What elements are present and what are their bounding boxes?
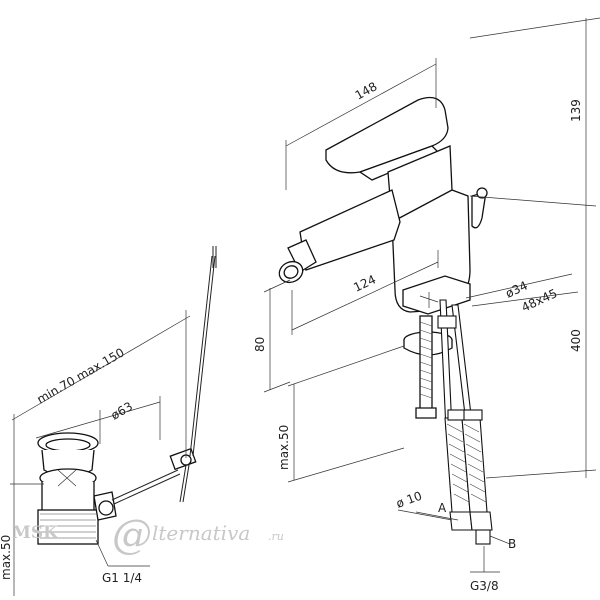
dim-124: 124 xyxy=(351,272,378,294)
dim-max-50-waste: max.50 xyxy=(0,535,13,580)
dim-diameter-34: ø34 xyxy=(503,278,529,300)
dim-80: 80 xyxy=(253,337,267,352)
dim-g1-1-4: G1 1/4 xyxy=(102,571,142,585)
watermark: MSK @ lternativa .ru xyxy=(12,512,284,558)
supply-hoses xyxy=(437,299,493,545)
watermark-symbol: @ xyxy=(112,512,152,558)
pop-up-waste xyxy=(37,246,217,545)
watermark-prefix: MSK xyxy=(12,523,59,543)
watermark-suffix: .ru xyxy=(268,530,284,543)
dim-hose-diameter: ø 10 xyxy=(394,489,424,511)
dim-waste-diameter: ø63 xyxy=(109,399,136,422)
label-point-b: B xyxy=(508,537,516,551)
dim-400: 400 xyxy=(569,329,583,352)
dim-max-50-faucet: max.50 xyxy=(277,425,291,470)
faucet-body xyxy=(278,96,488,419)
dim-148: 148 xyxy=(353,79,380,102)
dim-g3-8: G3/8 xyxy=(470,579,499,593)
watermark-text: lternativa xyxy=(152,521,250,545)
dim-waste-length: min.70 max.150 xyxy=(35,345,127,406)
dimension-lines xyxy=(10,17,600,596)
dim-139: 139 xyxy=(569,99,583,122)
label-point-a: A xyxy=(438,501,447,515)
